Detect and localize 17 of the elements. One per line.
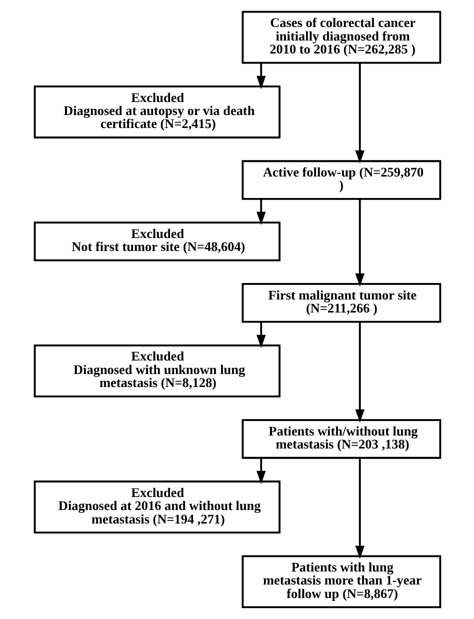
node-box: Excluded Diagnosed at 2016 and without lung metastasis (N=194 ,271): [33, 480, 280, 534]
node-box: Excluded Diagnosed with unknown lung metastasis (N=8,128): [33, 344, 280, 398]
node-box: Excluded Diagnosed at autopsy or via death certificate (N=2,415): [33, 86, 280, 138]
arrow: [354, 63, 364, 164]
arrow: [354, 198, 364, 287]
node-box: Patients with/without lung metastasis (N=203 ,138): [241, 419, 441, 459]
arrow: [256, 322, 266, 348]
arrow: [354, 322, 364, 423]
node-box: Cases of colorectal cancer initially diagnosed from 2010 to 2016 (N=262,285 ): [241, 10, 441, 64]
node-box: Patients with lung metastasis more than 1-year follow up (N=8,867): [241, 555, 441, 608]
node-box: Active follow-up (N=259,870 ): [241, 160, 441, 200]
node-box: First malignant tumor site (N=211,266 ): [241, 283, 441, 323]
arrow: [256, 63, 266, 90]
arrow: [256, 458, 266, 484]
arrow: [354, 458, 364, 559]
node-box: Excluded Not first tumor site (N=48,604): [33, 222, 280, 262]
arrow: [256, 199, 266, 226]
